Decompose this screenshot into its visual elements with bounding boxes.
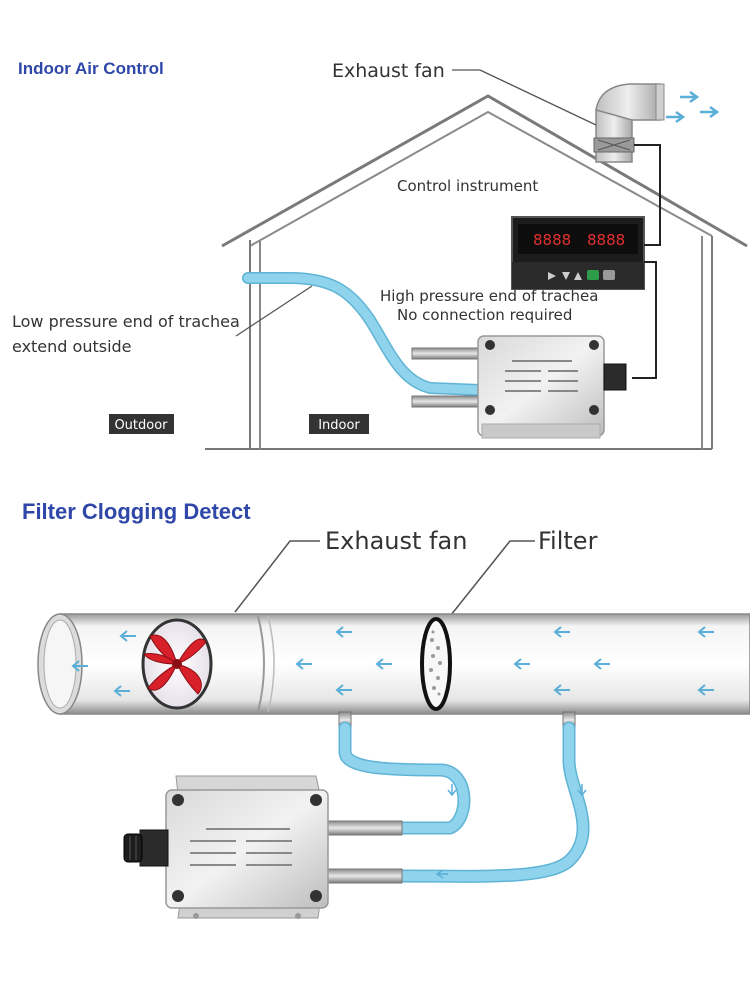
trachea-tube <box>243 273 485 395</box>
control-instrument: 8888 8888 <box>511 216 645 290</box>
indoor-air-control-title: Indoor Air Control <box>18 59 164 78</box>
low-side-tube-edge <box>338 721 471 835</box>
display-left-readout: 8888 <box>533 231 571 249</box>
display-right-readout: 8888 <box>587 231 625 249</box>
high-side-tube <box>395 723 589 882</box>
svg-text:Outdoor: Outdoor <box>114 418 168 433</box>
bottom-exhaust-fan-leader <box>234 540 320 613</box>
filter-leader <box>446 540 535 621</box>
pipe-joint <box>257 615 265 713</box>
roof-exhaust-fan <box>593 83 665 163</box>
outflow-arrows-icon <box>666 90 720 124</box>
svg-text:Indoor: Indoor <box>318 418 360 433</box>
indoor-tag: Indoor <box>309 414 369 434</box>
tube-flow-arrows-icon <box>435 784 587 879</box>
sensor-wire <box>632 261 657 379</box>
roof-inner <box>249 110 713 247</box>
outdoor-tag: Outdoor <box>109 414 174 434</box>
no-connection-label: No connection required <box>397 306 572 324</box>
pipe-filter <box>420 617 452 711</box>
instrument-buttons <box>548 270 615 280</box>
low-side-tube <box>340 723 469 833</box>
bottom-sensor-spec-text <box>190 828 292 866</box>
filter-label: Filter <box>538 527 598 555</box>
pipe-fan <box>141 618 213 710</box>
bottom-pressure-sensor <box>123 775 403 919</box>
top-pressure-sensor <box>411 335 627 439</box>
high-pressure-label: High pressure end of trachea <box>380 287 598 305</box>
cable-gland <box>603 363 627 391</box>
roof-outer <box>221 94 748 248</box>
control-instrument-label: Control instrument <box>397 177 538 195</box>
high-side-tube-edge <box>393 721 590 883</box>
sensor-spec-text <box>505 360 578 392</box>
low-pressure-label: Low pressure end of trachea <box>12 312 240 331</box>
bottom-exhaust-fan-label: Exhaust fan <box>325 527 467 555</box>
filter-clogging-detect-title: Filter Clogging Detect <box>22 499 251 524</box>
top-exhaust-fan-label: Exhaust fan <box>332 60 445 82</box>
fan-wire <box>634 144 661 246</box>
fan-blades-icon <box>143 634 207 695</box>
airflow-arrows-icon <box>71 626 714 697</box>
low-pressure-leader <box>235 285 313 337</box>
bottom-cable-gland <box>123 829 169 867</box>
extend-outside-label: extend outside <box>12 337 132 356</box>
